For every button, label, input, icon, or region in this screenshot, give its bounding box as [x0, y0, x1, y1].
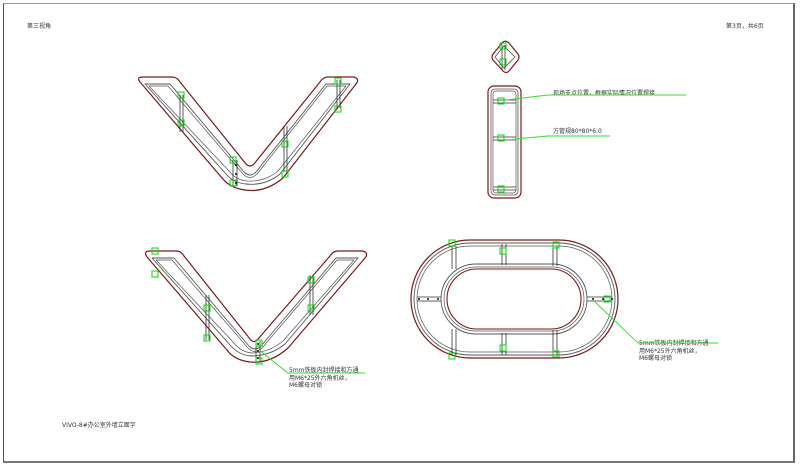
weld-note-o: 5mm铁板内封焊接和方通 用M6*25外六角机丝， M6螺母对锁	[639, 340, 709, 362]
letter-v-top	[137, 76, 359, 192]
markers-v-bottom	[151, 247, 315, 365]
support-note: 现场支点位置，根据实际情况位置焊接	[553, 90, 656, 97]
markers-v-top	[177, 77, 342, 187]
leader-line-v	[258, 349, 365, 374]
leader-lines-top	[505, 94, 686, 140]
letter-i-stem	[487, 85, 522, 199]
letter-i-dot	[491, 40, 520, 74]
weld-note-v: 5mm铁板内封焊接和方通 用M6*25外六角机丝， M6螺母对锁	[289, 367, 359, 389]
bolt-dots-v-bottom	[235, 164, 259, 359]
project-title: VIVO-8#办公室外墙立面字	[62, 422, 136, 429]
view-label: 第三视角	[27, 23, 52, 30]
leader-line-o	[592, 299, 718, 344]
bolt-dots-o	[418, 298, 613, 300]
drawing-frame	[3, 3, 795, 463]
letter-v-bottom	[144, 250, 368, 363]
markers-o-bottom	[448, 239, 611, 360]
tube-spec-note: 方管规80*80*6.0	[553, 128, 602, 135]
letter-o-bottom	[410, 239, 619, 359]
page-indicator: 第3页，共6页	[726, 23, 764, 30]
